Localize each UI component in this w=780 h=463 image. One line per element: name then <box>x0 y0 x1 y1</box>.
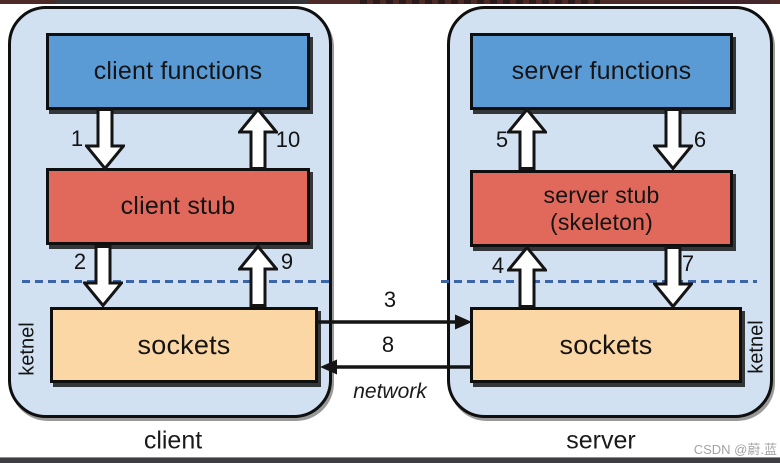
arrow-step2-down-icon <box>83 245 123 307</box>
server-functions-label: server functions <box>511 57 692 85</box>
server-kernel-boundary-dashed-line <box>441 280 757 283</box>
arrow-step7-down-icon <box>653 246 693 308</box>
server-sockets-label: sockets <box>559 329 653 360</box>
step-label-2: 2 <box>73 249 87 274</box>
step-label-10: 10 <box>275 127 301 152</box>
client-functions-label: client functions <box>93 57 263 85</box>
step-label-7: 7 <box>681 251 695 276</box>
client-caption: client <box>143 426 203 455</box>
arrow-step3-right-icon <box>317 312 472 337</box>
csdn-watermark: CSDN @蔚.蓝 <box>693 442 777 457</box>
client-functions-box: client functions <box>46 33 310 110</box>
client-sockets-box: sockets <box>50 307 318 383</box>
server-stub-label: server stub (skeleton) <box>544 182 660 236</box>
step-label-6: 6 <box>693 127 707 152</box>
step-label-8: 8 <box>381 332 395 357</box>
step-label-4: 4 <box>491 253 505 278</box>
arrow-step8-left-icon <box>320 357 472 382</box>
step-label-3: 3 <box>383 287 397 312</box>
network-label: network <box>353 380 427 403</box>
top-strip-segment <box>55 0 308 4</box>
bottom-window-edge-strip <box>0 457 780 463</box>
top-window-edge-strip <box>0 0 780 4</box>
client-stub-label: client stub <box>120 192 236 220</box>
client-stub-box: client stub <box>46 168 310 245</box>
server-stub-line2: (skeleton) <box>550 208 653 235</box>
server-kernel-side-label: ketnel <box>745 320 768 374</box>
arrow-step9-up-icon <box>238 245 278 307</box>
client-kernel-boundary-dashed-line <box>22 280 334 283</box>
arrow-step4-up-icon <box>507 246 547 308</box>
client-kernel-side-label: ketnel <box>16 322 39 376</box>
top-strip-segment <box>690 0 770 4</box>
server-stub-line1: server stub <box>543 181 660 208</box>
server-sockets-box: sockets <box>470 307 742 383</box>
step-label-9: 9 <box>280 249 294 274</box>
client-sockets-label: sockets <box>137 329 231 360</box>
server-stub-box: server stub (skeleton) <box>470 170 733 247</box>
arrow-step6-down-icon <box>653 108 693 170</box>
top-strip-segment <box>360 0 600 4</box>
server-caption: server <box>566 426 636 455</box>
step-label-1: 1 <box>70 126 84 151</box>
arrow-step10-up-icon <box>238 108 278 170</box>
step-label-5: 5 <box>495 127 509 152</box>
arrow-step1-down-icon <box>85 108 125 170</box>
arrow-step5-up-icon <box>507 108 547 170</box>
server-functions-box: server functions <box>470 33 733 110</box>
